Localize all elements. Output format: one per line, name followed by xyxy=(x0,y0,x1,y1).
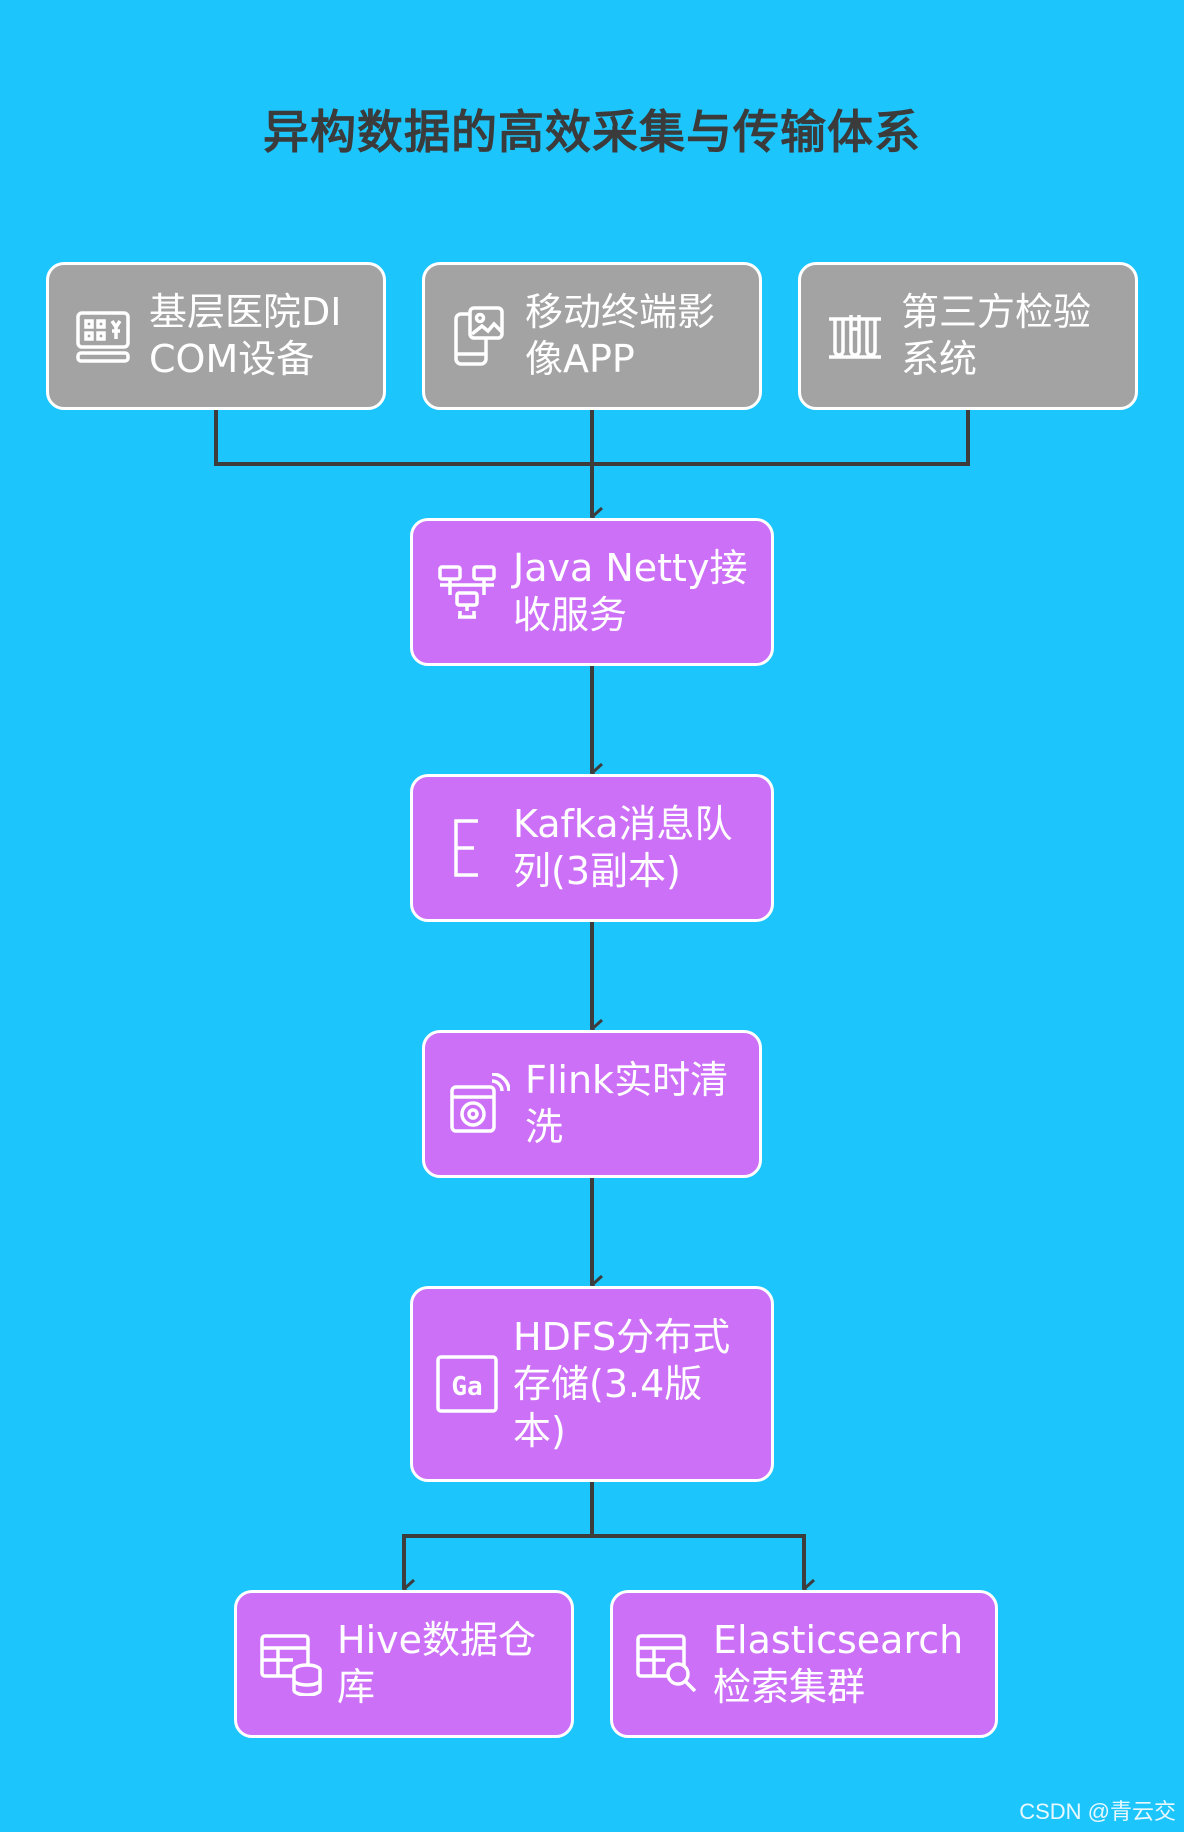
test-tubes-icon xyxy=(823,304,887,368)
node-netty-service[interactable]: Java Netty接收服务 xyxy=(410,518,774,666)
node-label: Elasticsearch检索集群 xyxy=(713,1618,964,1709)
edge-dicom-netty xyxy=(214,406,592,466)
node-label: 移动终端影像APP xyxy=(525,290,716,381)
node-label: 第三方检验系统 xyxy=(901,290,1092,381)
node-label: Hive数据仓库 xyxy=(337,1618,536,1709)
node-hive-warehouse[interactable]: Hive数据仓库 xyxy=(234,1590,574,1738)
node-flink-cleaning[interactable]: Flink实时清洗 xyxy=(422,1030,762,1178)
node-label: Flink实时清洗 xyxy=(525,1058,729,1149)
keyboard-panel-icon xyxy=(71,304,135,368)
node-label: 基层医院DICOM设备 xyxy=(149,290,342,381)
node-kafka-queue[interactable]: Kafka消息队列(3副本) xyxy=(410,774,774,922)
node-dicom-device[interactable]: 基层医院DICOM设备 xyxy=(46,262,386,410)
washing-machine-icon xyxy=(447,1072,511,1136)
node-hdfs-storage[interactable]: Ga HDFS分布式存储(3.4版本) xyxy=(410,1286,774,1482)
network-nodes-icon xyxy=(435,560,499,624)
kafka-letter-icon xyxy=(435,816,499,880)
svg-text:Ga: Ga xyxy=(451,1372,482,1402)
edge-lab-netty xyxy=(592,406,970,466)
node-label: Kafka消息队列(3副本) xyxy=(513,802,733,893)
table-search-icon xyxy=(635,1632,699,1696)
node-label: HDFS分布式存储(3.4版本) xyxy=(513,1314,731,1453)
ga-element-icon: Ga xyxy=(435,1352,499,1416)
diagram-title: 异构数据的高效采集与传输体系 xyxy=(263,105,921,159)
table-database-icon xyxy=(259,1632,323,1696)
node-lab-system[interactable]: 第三方检验系统 xyxy=(798,262,1138,410)
mobile-image-icon xyxy=(447,304,511,368)
edge-hdfs-hive xyxy=(402,1480,594,1589)
node-es-cluster[interactable]: Elasticsearch检索集群 xyxy=(610,1590,998,1738)
edge-hdfs-es xyxy=(592,1534,804,1589)
node-label: Java Netty接收服务 xyxy=(513,546,748,637)
watermark: CSDN @青云交 xyxy=(1019,1799,1176,1824)
node-mobile-app[interactable]: 移动终端影像APP xyxy=(422,262,762,410)
